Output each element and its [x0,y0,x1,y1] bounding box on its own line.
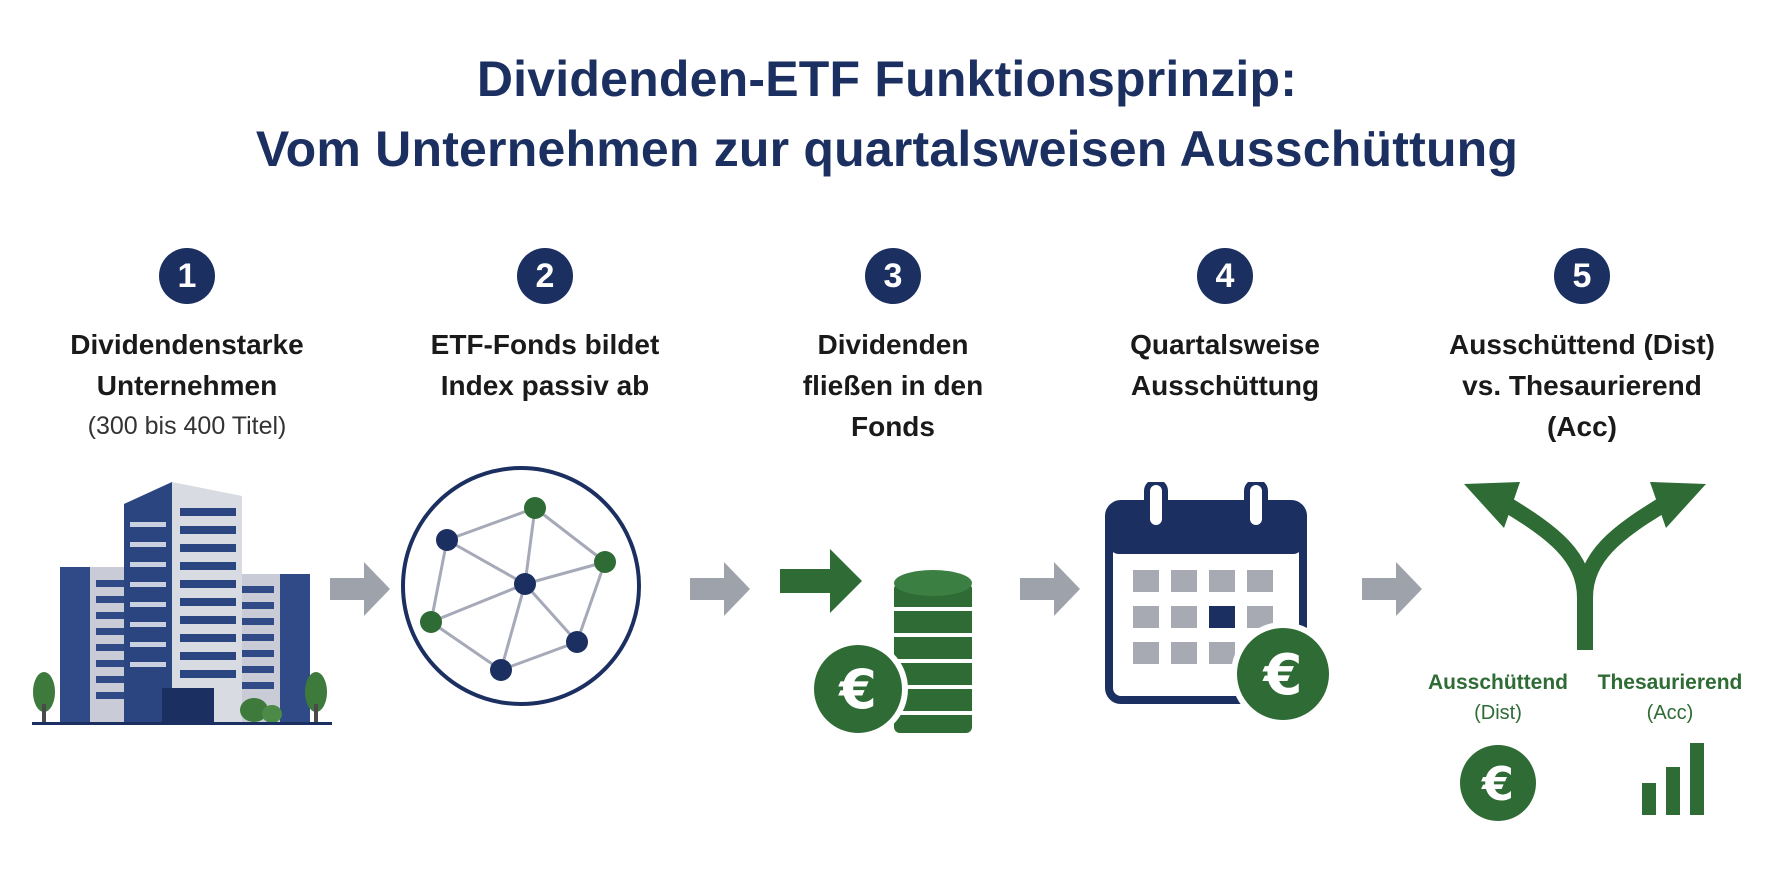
step-label-line: Index passiv ab [440,370,650,401]
step-label: ETF-Fonds bildet Index passiv ab [385,324,705,406]
step-label-line: Dividenden [817,329,969,360]
step-number-badge: 1 [159,248,215,304]
step-3: 3 Dividenden fließen in den Fonds [733,248,1053,447]
step-label-line: Fonds [851,411,935,442]
step-label-line: fließen in den [802,370,984,401]
step-number-badge: 4 [1197,248,1253,304]
arrow-right-icon [330,562,390,616]
network-circle-icon [401,466,641,706]
step-4: 4 Quartalsweise Ausschüttung [1065,248,1385,406]
euro-coins-icon: € [780,549,972,739]
bar-growth-icon [1642,743,1704,815]
step-sub-label: (300 bis 400 Titel) [87,412,287,440]
step-label: Quartalsweise Ausschüttung [1065,324,1385,406]
step-label-line: Ausschüttend (Dist) [1449,329,1715,360]
buildings-icon [32,482,332,725]
title-line-2: Vom Unternehmen zur quartalsweisen Aussc… [255,121,1519,177]
step-label-line: Ausschüttung [1130,370,1320,401]
step-label-line: Quartalsweise [1130,329,1320,360]
arrow-right-icon [690,562,750,616]
step-2: 2 ETF-Fonds bildet Index passiv ab [385,248,705,406]
euro-coin-icon: € [1460,745,1536,821]
option-dist-label: Ausschüttend (Dist) [1423,667,1573,729]
title-line-1: Dividenden-ETF Funktionsprinzip: [476,51,1298,107]
step-label-line: Dividendenstarke [70,329,304,360]
arrow-right-icon [1020,562,1080,616]
step-label: Ausschüttend (Dist) vs. Thesaurierend (A… [1422,324,1742,447]
option-dist-subtitle: (Dist) [1474,702,1522,724]
step-number-badge: 5 [1554,248,1610,304]
option-acc-label: Thesaurierend (Acc) [1595,667,1745,729]
step-label: Dividendenstarke Unternehmen (300 bis 40… [27,324,347,447]
step-label-line: Unternehmen [96,370,278,401]
calendar-euro-icon: € [1105,482,1335,726]
step-number-badge: 2 [517,248,573,304]
arrow-right-icon [1362,562,1422,616]
step-5: 5 Ausschüttend (Dist) vs. Thesaurierend … [1422,248,1742,447]
svg-text:€: € [837,658,877,721]
svg-text:€: € [1481,757,1514,811]
step-label: Dividenden fließen in den Fonds [733,324,1053,447]
svg-text:€: € [1262,643,1303,708]
option-acc-title: Thesaurierend [1597,671,1743,694]
step-number-badge: 3 [865,248,921,304]
fork-arrows-icon [1464,482,1706,650]
option-dist-title: Ausschüttend [1427,671,1568,694]
step-label-line: vs. Thesaurierend [1462,370,1702,401]
step-1: 1 Dividendenstarke Unternehmen (300 bis … [27,248,347,447]
option-acc-subtitle: (Acc) [1646,702,1694,724]
step-label-line: (Acc) [1546,411,1617,442]
step-label-line: ETF-Fonds bildet [430,329,660,360]
